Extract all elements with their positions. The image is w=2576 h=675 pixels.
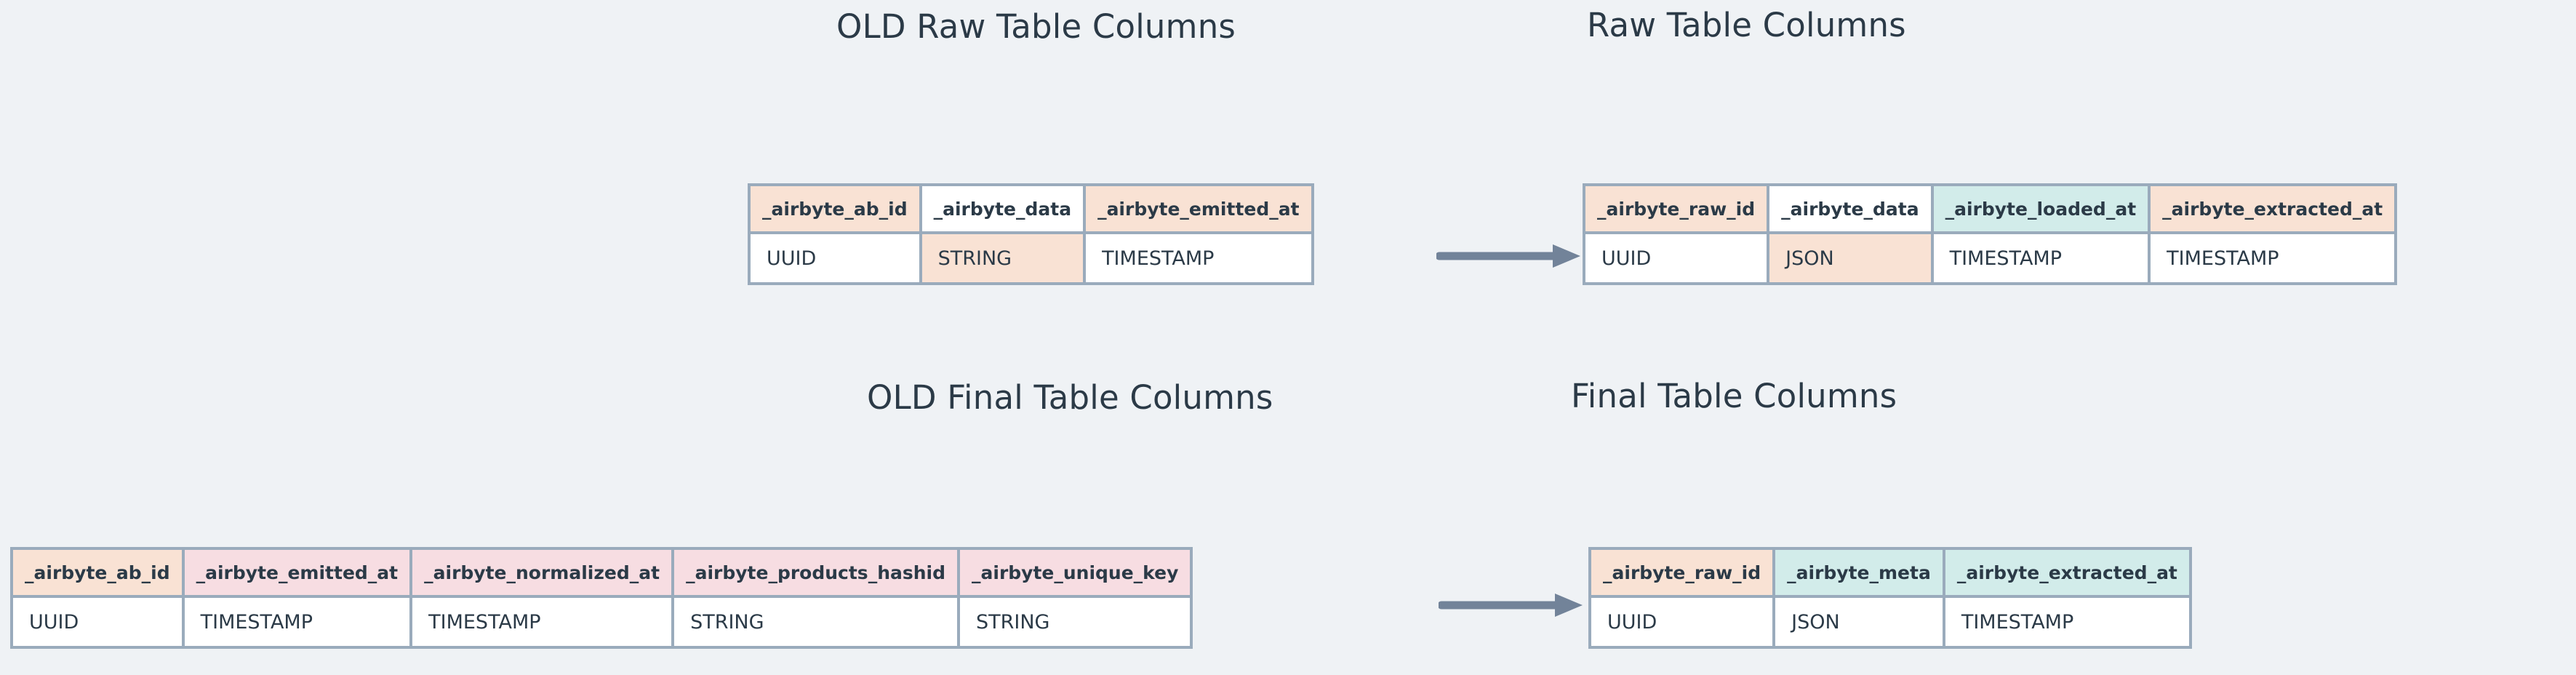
table-header-row: _airbyte_ab_id_airbyte_emitted_at_airbyt… [10,547,1193,598]
column-header-cell: _airbyte_unique_key [956,547,1193,598]
raw-migration-arrow-icon [1436,244,1580,268]
column-type-cell: STRING [671,595,960,649]
column-header-cell: _airbyte_extracted_at [1942,547,2192,598]
column-header-cell: _airbyte_ab_id [748,183,922,234]
table-header-row: _airbyte_raw_id_airbyte_data_airbyte_loa… [1582,183,2398,234]
column-type-cell: JSON [1767,231,1934,285]
column-type-cell: TIMESTAMP [1942,595,2192,649]
column-type-cell: UUID [1588,595,1776,649]
column-type-cell: STRING [956,595,1193,649]
final-table: _airbyte_raw_id_airbyte_meta_airbyte_ext… [1588,547,2192,649]
column-type-cell: TIMESTAMP [181,595,413,649]
column-type-cell: UUID [1582,231,1770,285]
final-table-title: Final Table Columns [1571,377,1897,415]
column-type-cell: TIMESTAMP [1083,231,1314,285]
old-final-table-title: OLD Final Table Columns [867,378,1273,417]
old-raw-table-title: OLD Raw Table Columns [836,7,1236,46]
column-header-cell: _airbyte_emitted_at [1083,183,1314,234]
column-header-cell: _airbyte_emitted_at [181,547,413,598]
column-header-cell: _airbyte_loaded_at [1930,183,2151,234]
column-header-cell: _airbyte_raw_id [1588,547,1776,598]
final-migration-arrow-icon [1439,594,1583,617]
column-type-cell: JSON [1772,595,1945,649]
column-type-cell: TIMESTAMP [2148,231,2398,285]
column-header-cell: _airbyte_ab_id [10,547,185,598]
column-header-cell: _airbyte_normalized_at [409,547,675,598]
column-type-cell: UUID [748,231,922,285]
column-type-cell: TIMESTAMP [1930,231,2151,285]
table-header-row: _airbyte_raw_id_airbyte_meta_airbyte_ext… [1588,547,2192,598]
column-type-cell: UUID [10,595,185,649]
old-raw-table: _airbyte_ab_id_airbyte_data_airbyte_emit… [748,183,1314,285]
column-header-cell: _airbyte_meta [1772,547,1945,598]
old-final-table: _airbyte_ab_id_airbyte_emitted_at_airbyt… [10,547,1193,649]
column-header-cell: _airbyte_data [919,183,1087,234]
column-header-cell: _airbyte_extracted_at [2148,183,2398,234]
column-header-cell: _airbyte_products_hashid [671,547,960,598]
column-header-cell: _airbyte_data [1767,183,1934,234]
column-header-cell: _airbyte_raw_id [1582,183,1770,234]
raw-table-title: Raw Table Columns [1587,6,1906,44]
raw-table: _airbyte_raw_id_airbyte_data_airbyte_loa… [1582,183,2398,285]
column-type-cell: STRING [919,231,1087,285]
table-header-row: _airbyte_ab_id_airbyte_data_airbyte_emit… [748,183,1314,234]
column-type-cell: TIMESTAMP [409,595,675,649]
